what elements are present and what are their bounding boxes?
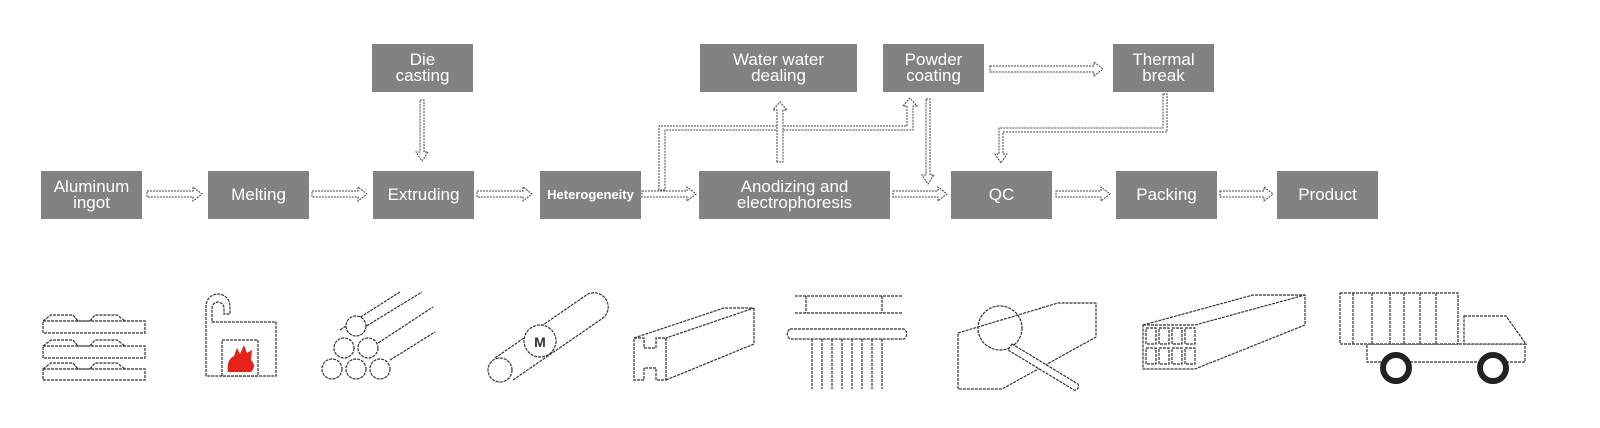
step-thermal-break: Thermal break — [1113, 44, 1214, 92]
arrow-melting-extruding — [311, 185, 368, 203]
step-label: Packing — [1136, 185, 1197, 204]
arrow-qc-packing — [1055, 185, 1111, 203]
arrow-anodizing-qc — [892, 185, 948, 203]
step-label: Powder coating — [904, 50, 963, 85]
arrow-packing-product — [1219, 185, 1274, 203]
inspection-magnifier-icon — [957, 302, 1097, 391]
arrow-ingot-melting — [146, 185, 203, 203]
step-label: Anodizing and electrophoresis — [736, 177, 853, 212]
svg-text:M: M — [534, 334, 546, 350]
arrow-diecasting-extruding — [415, 99, 429, 162]
arrow-heterogeneity-powder — [658, 97, 919, 191]
step-packing: Packing — [1116, 171, 1217, 219]
delivery-truck-icon — [1339, 292, 1528, 384]
step-heterogeneity: Heterogeneity — [540, 171, 641, 219]
step-extruding: Extruding — [373, 171, 474, 219]
step-melting: Melting — [208, 171, 309, 219]
arrow-powder-qc — [921, 98, 935, 185]
extrusion-die-icon: M — [487, 292, 609, 383]
ingot-stack-icon — [42, 314, 146, 381]
anodizing-rack-icon — [786, 295, 908, 389]
step-label: Thermal break — [1132, 50, 1195, 85]
arrow-thermal-qc — [994, 93, 1168, 164]
step-label: Water water dealing — [732, 50, 824, 85]
step-label: Melting — [231, 185, 286, 204]
step-label: Die casting — [395, 50, 450, 85]
step-label: Heterogeneity — [547, 187, 634, 202]
arrow-anodizing-water — [771, 101, 789, 163]
step-water-dealing: Water water dealing — [700, 44, 857, 92]
furnace-icon — [205, 293, 277, 377]
arrow-extruding-heterogeneity — [476, 185, 533, 203]
step-label: Extruding — [387, 185, 460, 204]
step-product: Product — [1277, 171, 1378, 219]
step-die-casting: Die casting — [372, 44, 473, 92]
arrow-powder-thermal — [989, 60, 1104, 78]
step-aluminum-ingot: Aluminum ingot — [41, 171, 142, 219]
arrow-heterogeneity-anodizing — [641, 185, 697, 203]
step-label: Product — [1298, 185, 1357, 204]
step-anodizing: Anodizing and electrophoresis — [699, 171, 890, 219]
step-label: Aluminum ingot — [53, 177, 130, 212]
billet-pile-icon — [321, 291, 436, 380]
step-label: QC — [988, 185, 1015, 204]
step-powder-coating: Powder coating — [883, 44, 984, 92]
packed-profiles-icon — [1142, 294, 1306, 370]
step-qc: QC — [951, 171, 1052, 219]
h-profile-icon — [633, 307, 755, 381]
